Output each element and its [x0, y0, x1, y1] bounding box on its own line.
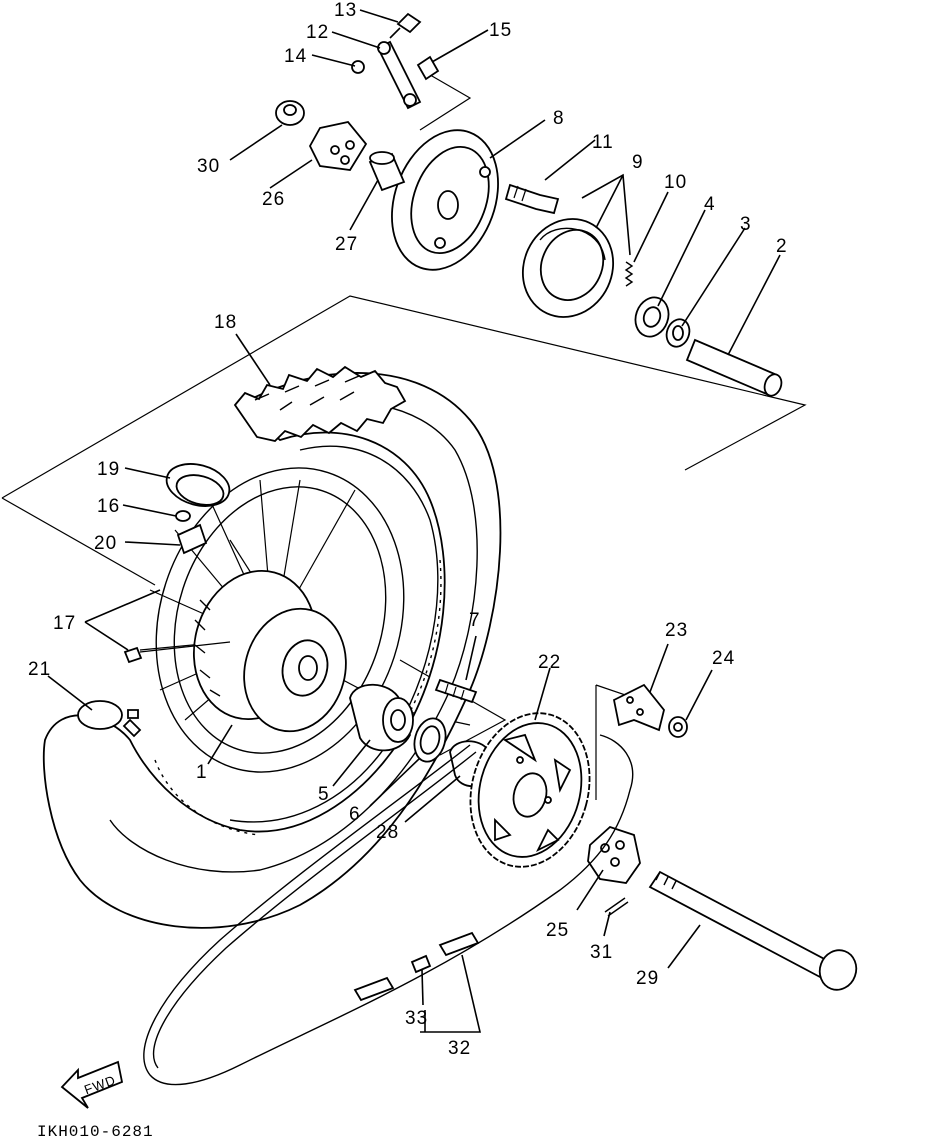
small-parts-left: [275, 100, 406, 192]
nut-24: [668, 716, 688, 738]
bearing: [634, 296, 670, 338]
callout-14: 14: [284, 46, 307, 67]
callout-4: 4: [704, 194, 716, 215]
callout-28: 28: [376, 822, 399, 843]
callout-17: 17: [53, 613, 76, 634]
brake-shoes: [521, 218, 615, 318]
sprocket-hub: [349, 683, 414, 752]
callout-33: 33: [405, 1008, 428, 1029]
spacer-tube: [685, 338, 783, 397]
callout-15: 15: [489, 20, 512, 41]
drive-chain: [143, 734, 634, 1086]
adjuster-plate: [587, 825, 641, 884]
callout-29: 29: [636, 968, 659, 989]
callout-22: 22: [538, 652, 561, 673]
hub: [192, 570, 347, 733]
tube-and-rim-lock: [77, 463, 231, 738]
oil-seal: [665, 318, 691, 348]
stud-bolt: [434, 678, 478, 704]
callout-2: 2: [776, 236, 788, 257]
callout-12: 12: [306, 22, 329, 43]
callout-16: 16: [97, 496, 120, 517]
callout-10: 10: [664, 172, 687, 193]
callout-8: 8: [553, 108, 565, 129]
brake-camshaft-lever: [351, 12, 440, 110]
callout-5: 5: [318, 784, 330, 805]
callout-26: 26: [262, 189, 285, 210]
callout-24: 24: [712, 648, 735, 669]
sprocket: [469, 712, 591, 868]
axle: [648, 870, 858, 991]
callout-labels: 13 12 14 15 30 26 27 8 11 9 10 4 3 2 18 …: [28, 0, 788, 1059]
fwd-arrow-icon: [60, 1060, 124, 1109]
callout-18: 18: [214, 312, 237, 333]
callout-3: 3: [740, 214, 752, 235]
brake-panel: [391, 129, 499, 271]
chain-puller: [612, 683, 665, 732]
callout-7: 7: [469, 610, 481, 631]
tire: [42, 365, 502, 929]
callout-20: 20: [94, 533, 117, 554]
callout-13: 13: [334, 0, 357, 21]
callout-32: 32: [448, 1038, 471, 1059]
rim: [155, 467, 405, 773]
callout-31: 31: [590, 942, 613, 963]
callout-9: 9: [632, 152, 644, 173]
brake-cam: [504, 183, 560, 215]
cotter-pin: [604, 897, 629, 917]
shoe-spring: [624, 261, 634, 287]
leader-lines: [47, 9, 781, 1033]
callout-25: 25: [546, 920, 569, 941]
chain-joint: [353, 931, 480, 1002]
callout-1: 1: [196, 762, 208, 783]
callout-21: 21: [28, 659, 51, 680]
callout-11: 11: [592, 132, 614, 153]
callout-19: 19: [97, 459, 120, 480]
callout-27: 27: [335, 234, 358, 255]
callout-6: 6: [349, 804, 361, 825]
callout-23: 23: [665, 620, 688, 641]
seal-6: [413, 717, 447, 763]
drawing-code: IKH010-6281: [37, 1123, 154, 1141]
callout-30: 30: [197, 156, 220, 177]
